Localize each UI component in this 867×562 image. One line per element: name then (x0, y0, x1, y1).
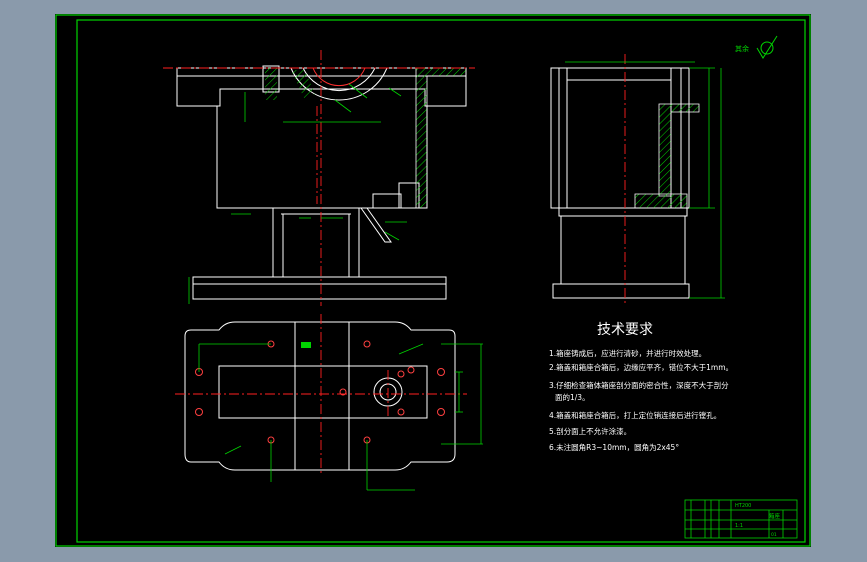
top-holes (195, 340, 445, 444)
front-centerlines (163, 50, 475, 306)
cad-viewport[interactable]: 技术要求 1.箱座铸成后，应进行清砂，并进行时效处理。 2.箱盖和箱座合箱后，边… (55, 14, 811, 547)
tech-req-title: 技术要求 (597, 322, 653, 338)
title-scale: 1:1 (735, 523, 743, 529)
roughness-label: 其余 (735, 44, 749, 53)
hatch-side-base (634, 193, 688, 209)
hatch-front-boss (265, 68, 277, 100)
hatch-front-right (415, 67, 467, 209)
top-centerlines (175, 314, 467, 476)
side-dimensions (565, 61, 725, 299)
tech-req-item-3b: 面的1/3。 (555, 392, 590, 402)
title-block (684, 499, 798, 539)
hatch-front-arc (291, 70, 315, 100)
tech-req-item-4: 4.箱盖和箱座合箱后，打上定位销连接后进行镗孔。 (549, 410, 721, 420)
title-drawing-no: 01 (771, 532, 777, 538)
roughness-symbol (756, 35, 778, 59)
cad-drawing: 技术要求 1.箱座铸成后，应进行清砂，并进行时效处理。 2.箱盖和箱座合箱后，边… (55, 14, 811, 547)
tech-req-item-2: 2.箱盖和箱座合箱后，边缘应平齐，错位不大于1mm。 (549, 362, 733, 372)
outer-border (55, 14, 811, 547)
tech-req-item-5: 5.剖分面上不允许涂漆。 (549, 426, 631, 436)
title-part-name: 箱座 (769, 512, 781, 520)
tech-req-item-3: 3.仔细检查箱体箱座剖分面的密合性，深度不大于剖分 (549, 380, 729, 390)
front-dimensions (188, 83, 407, 304)
tech-req-item-6: 6.未注圆角R3~10mm，圆角为2x45° (549, 442, 679, 452)
top-dimensions (198, 343, 483, 491)
tech-req-item-1: 1.箱座铸成后，应进行清砂，并进行时效处理。 (549, 348, 706, 358)
inner-frame (76, 19, 806, 543)
hatch-side-web (658, 103, 700, 197)
side-view (550, 67, 690, 299)
tech-req-list: 1.箱座铸成后，应进行清砂，并进行时效处理。 2.箱盖和箱座合箱后，边缘应平齐，… (549, 348, 733, 452)
title-material: HT200 (735, 503, 751, 509)
top-view (184, 321, 456, 471)
top-view-marker (301, 342, 311, 348)
